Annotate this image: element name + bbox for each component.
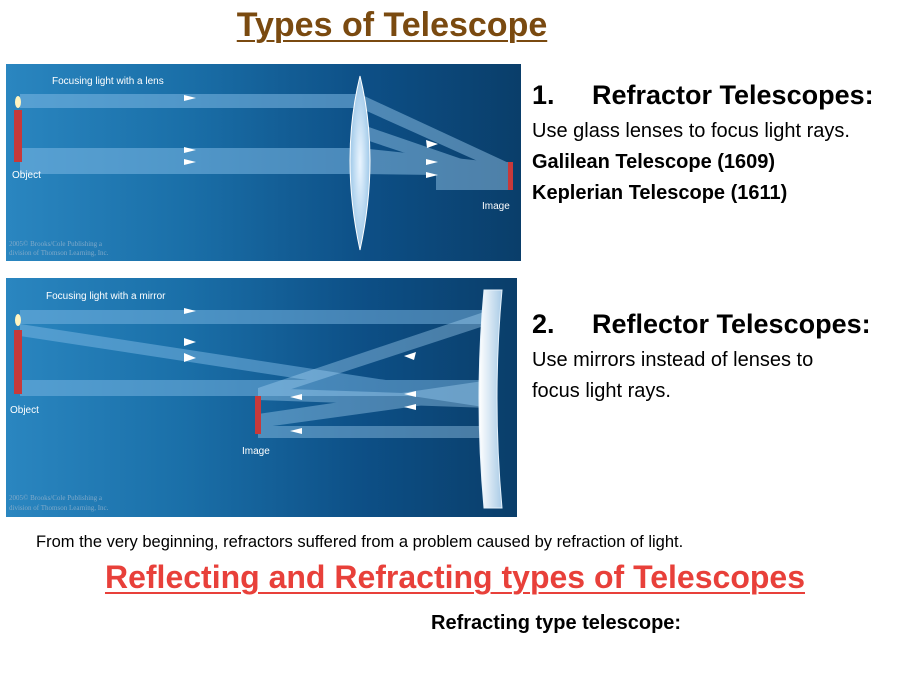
refractor-example-keplerian: Keplerian Telescope (1611): [532, 182, 788, 205]
concave-mirror: [478, 289, 503, 509]
reflector-description-line2: focus light rays.: [532, 380, 671, 403]
lens-diagram: Focusing light with a lens Object Image …: [6, 64, 521, 261]
candle-flame: [15, 96, 21, 108]
mirror-object-label: Object: [10, 405, 39, 416]
mirror-reflected-beams: [258, 310, 490, 438]
lens-credit-2: division of Thomson Learning, Inc.: [9, 249, 109, 257]
refractor-example-galilean: Galilean Telescope (1609): [532, 151, 776, 174]
page-subtitle: Reflecting and Refracting types of Teles…: [104, 559, 805, 595]
candle-flame: [15, 314, 21, 326]
lens-image-label: Image: [482, 201, 510, 212]
candle-object: [14, 330, 22, 394]
reflector-number: 2.: [532, 309, 555, 339]
refractor-number: 1.: [532, 80, 555, 110]
mirror-diagram-heading: Focusing light with a mirror: [46, 291, 166, 302]
lens-image-mark: [508, 162, 513, 190]
lens-light-beams: [20, 94, 360, 174]
reflector-section: 2. Reflector Telescopes: Use mirrors inst…: [532, 309, 900, 407]
mirror-ray-arrows: [184, 308, 416, 434]
lens-diagram-heading: Focusing light with a lens: [52, 76, 164, 87]
refracting-caption: Refracting type telescope:: [431, 612, 682, 634]
convex-lens: [349, 75, 371, 251]
lens-credit-1: 2005© Brooks/Cole Publishing a: [9, 240, 103, 248]
mirror-diagram: Focusing light with a mirror Object Imag…: [6, 278, 517, 517]
lens-object-label: Object: [12, 170, 41, 181]
refractor-section: 1. Refractor Telescopes: Use glass lenses…: [532, 80, 900, 209]
reflector-description-line1: Use mirrors instead of lenses to: [532, 349, 814, 372]
candle-object: [14, 110, 22, 162]
reflector-heading: 2. Reflector Telescopes:: [532, 309, 900, 340]
mirror-credit-1: 2005© Brooks/Cole Publishing a: [9, 494, 103, 502]
lens-ray-arrows: [184, 95, 438, 178]
mirror-image-mark: [255, 396, 261, 434]
mirror-credit-2: division of Thomson Learning, Inc.: [9, 504, 109, 512]
refraction-note: From the very beginning, refractors suff…: [36, 533, 684, 551]
mirror-light-beams: [20, 310, 490, 408]
mirror-image-label: Image: [242, 446, 270, 457]
page-title: Types of Telescope: [236, 6, 548, 44]
lens-converging-beams: [360, 94, 511, 190]
refractor-description: Use glass lenses to focus light rays.: [532, 120, 850, 143]
refractor-heading-text: Refractor Telescopes:: [592, 80, 874, 110]
refractor-heading: 1. Refractor Telescopes:: [532, 80, 900, 111]
reflector-heading-text: Reflector Telescopes:: [592, 309, 871, 339]
